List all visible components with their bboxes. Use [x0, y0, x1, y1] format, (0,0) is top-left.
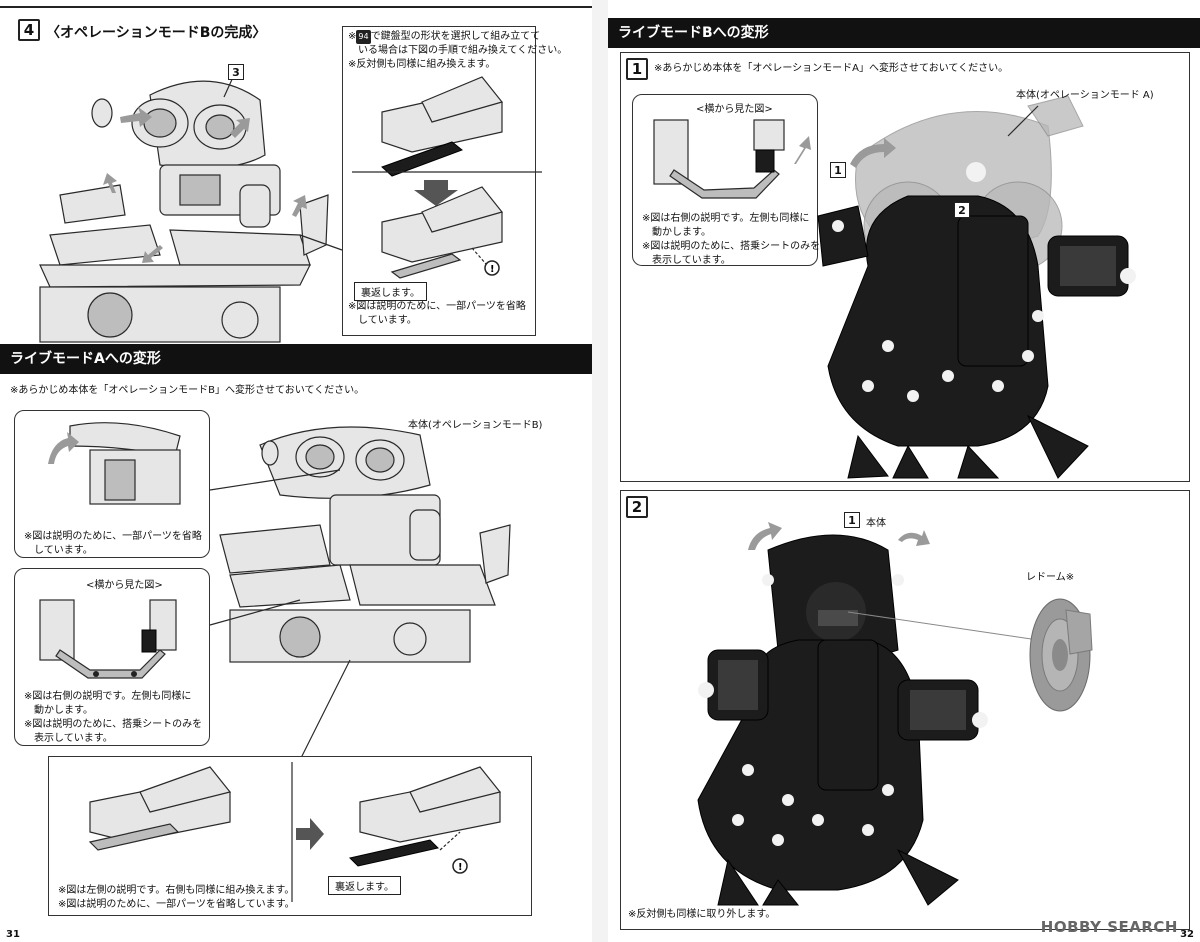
- live-a-inset-1-illustration: [48, 422, 181, 505]
- step-number-4: 4: [18, 19, 40, 41]
- side-view-seat-illustration: [39, 599, 177, 679]
- page-number-left: 31: [6, 929, 20, 940]
- part-badge-94: 94: [356, 30, 371, 44]
- keyboard-swap-illustration: !: [352, 76, 542, 279]
- inset-1-note-line-1: ※図は説明のために、一部パーツを省略: [24, 531, 202, 542]
- step4-title: 〈オペレーションモードBの完成〉: [46, 25, 267, 41]
- body-label-b: 本体(オペレーションモードB): [408, 420, 543, 431]
- step1-inset-note-line-2: 動かします。: [652, 227, 711, 238]
- step-number-2: 2: [626, 496, 648, 518]
- page-number-right: 32: [1180, 929, 1194, 940]
- bottom-note-line-1: ※図は左側の説明です。右側も同様に組み換えます。: [58, 885, 295, 896]
- live-mode-b-step1-illustration: [817, 95, 1136, 479]
- step1-note: ※あらかじめ本体を「オペレーションモードA」へ変形させておいてください。: [654, 63, 1009, 74]
- step1-inset-note-line-4: 表示しています。: [652, 255, 731, 266]
- bottom-note: ※図は左側の説明です。右側も同様に組み換えます。 ※図は説明のために、一部パーツ…: [58, 884, 295, 912]
- step1-body-label: 本体(オペレーションモード A): [1016, 90, 1154, 101]
- step-number-1: 1: [626, 58, 648, 80]
- live-mode-b-step2-illustration: [697, 522, 1039, 906]
- flip-label: 裏返します。: [354, 282, 427, 301]
- keyboard-swap-note-line-2: いる場合は下図の手順で組み換えてください。: [358, 45, 568, 56]
- live-a-pre-note: ※あらかじめ本体を「オペレーションモードB」へ変形させておいてください。: [10, 385, 365, 396]
- bottom-note-line-2: ※図は説明のために、一部パーツを省略しています。: [58, 899, 295, 910]
- step2-body-label: 本体: [866, 518, 886, 529]
- keyboard-swap-note-line-1: で鍵盤型の形状を選択して組み立てて: [370, 31, 541, 42]
- flip-label-bottom: 裏返します。: [328, 876, 401, 895]
- step1-inset-note-line-1: ※図は右側の説明です。左側も同様に: [642, 213, 810, 224]
- side-view-note-line-2: 動かします。: [34, 705, 93, 716]
- inset-1-note-line-2: しています。: [34, 545, 93, 556]
- top-rule: [0, 6, 592, 8]
- callout-3: 3: [228, 64, 244, 80]
- leader-lines: [209, 234, 351, 761]
- hobby-search-watermark: HOBBY SEARCH: [1040, 918, 1178, 936]
- omit-note: ※図は説明のために、一部パーツを省略 しています。: [348, 300, 526, 328]
- radome-illustration: [1029, 598, 1093, 712]
- side-view-label-right: <横から見た図>: [696, 104, 773, 115]
- step1-callout-1: 1: [830, 162, 846, 178]
- svg-text:!: !: [458, 862, 463, 873]
- radome-label: レドーム※: [1026, 572, 1075, 583]
- omit-note-line-1: ※図は説明のために、一部パーツを省略: [348, 301, 526, 312]
- step2-note: ※反対側も同様に取り外します。: [628, 909, 776, 920]
- svg-text:!: !: [490, 264, 495, 275]
- step2-callout-1: 1: [844, 512, 860, 528]
- step1-callout-2: 2: [954, 202, 970, 218]
- step1-inset-note-line-3: ※図は説明のために、搭乗シートのみを: [642, 241, 821, 252]
- side-view-note: ※図は右側の説明です。左側も同様に 動かします。 ※図は説明のために、搭乗シート…: [24, 690, 202, 746]
- keyboard-swap-note-line-3: ※反対側も同様に組み換えます。: [348, 59, 496, 70]
- right-page: ライブモードBへの変形 1 ※あらかじめ本体を「オペレーションモードA」へ変形さ…: [608, 0, 1200, 942]
- page-gutter: [592, 0, 608, 942]
- live-a-inset-1-note: ※図は説明のために、一部パーツを省略 しています。: [24, 530, 202, 558]
- side-view-note-line-1: ※図は右側の説明です。左側も同様に: [24, 691, 192, 702]
- side-view-note-line-3: ※図は説明のために、搭乗シートのみを: [24, 719, 203, 730]
- side-view-note-line-4: 表示しています。: [34, 733, 113, 744]
- live-mode-a-main-illustration: [219, 426, 511, 663]
- operation-mode-b-illustration: [39, 74, 329, 343]
- live-mode-a-banner: ライブモードAへの変形: [0, 344, 592, 374]
- keyboard-swap-bottom-illustration: !: [88, 762, 502, 902]
- step1-inset-note: ※図は右側の説明です。左側も同様に 動かします。 ※図は説明のために、搭乗シート…: [642, 212, 820, 268]
- side-view-label-left: <横から見た図>: [86, 580, 163, 591]
- live-mode-b-banner: ライブモードBへの変形: [608, 18, 1200, 48]
- omit-note-line-2: しています。: [358, 315, 417, 326]
- step1-side-view-illustration: [653, 119, 811, 199]
